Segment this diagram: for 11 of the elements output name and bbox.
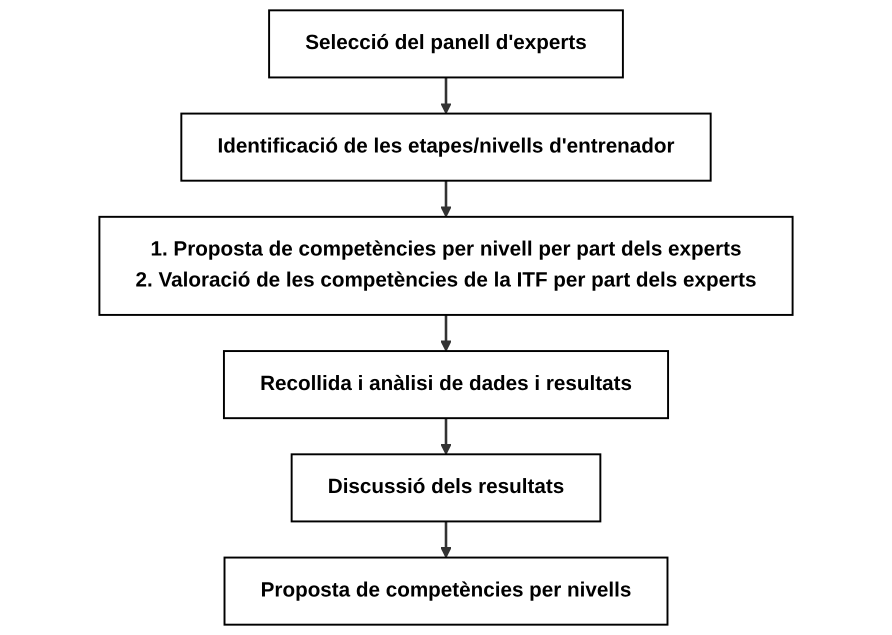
- node-box: Identificació de les etapes/nivells d'entrenador: [180, 112, 712, 182]
- arrow: [440, 314, 452, 352]
- node-box: Discussió dels resultats: [290, 453, 602, 522]
- arrow: [440, 418, 452, 455]
- node-box: Selecció del panell d'experts: [268, 9, 624, 78]
- arrow: [440, 77, 452, 114]
- node-box: Proposta de competències per nivells: [224, 556, 668, 626]
- arrow: [440, 180, 452, 218]
- node-box: 1. Proposta de competències per nivell per part dels experts 2. Valoració de les competències de la ITF per part dels experts: [98, 216, 794, 316]
- arrow: [440, 521, 452, 558]
- node-box: Recollida i anàlisi de dades i resultats: [222, 350, 670, 420]
